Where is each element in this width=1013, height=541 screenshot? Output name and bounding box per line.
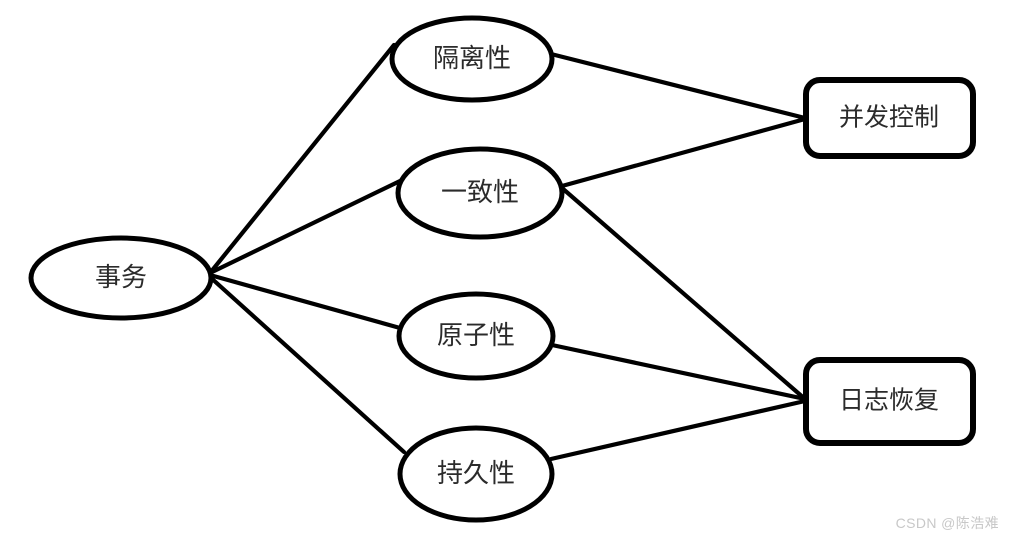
consistency-label: 一致性 xyxy=(441,177,519,207)
node-isolation[interactable]: 隔离性 xyxy=(389,15,555,103)
atomicity-ellipse[interactable] xyxy=(396,291,556,381)
node-concurrency-control[interactable]: 并发控制 xyxy=(803,77,976,159)
node-consistency[interactable]: 一致性 xyxy=(395,146,565,240)
csdn-watermark: CSDN @陈浩难 xyxy=(895,515,999,531)
edge-isolation-concurrency xyxy=(548,51,808,121)
edge-atomicity-log-recovery xyxy=(549,342,808,402)
edge-transaction-durability xyxy=(207,274,407,455)
edge-transaction-consistency xyxy=(207,178,403,276)
edge-transaction-isolation xyxy=(207,42,397,276)
consistency-ellipse[interactable] xyxy=(395,146,565,240)
transaction-ellipse[interactable] xyxy=(28,235,214,321)
isolation-ellipse[interactable] xyxy=(389,15,555,103)
node-atomicity[interactable]: 原子性 xyxy=(396,291,556,381)
edge-consistency-log-recovery xyxy=(559,185,808,402)
concurrency-control-rect[interactable] xyxy=(803,77,976,159)
edges-layer xyxy=(207,42,808,462)
edge-consistency-concurrency xyxy=(559,116,808,189)
durability-ellipse[interactable] xyxy=(397,425,555,523)
node-transaction[interactable]: 事务 xyxy=(28,235,214,321)
node-durability[interactable]: 持久性 xyxy=(397,425,555,523)
durability-label: 持久性 xyxy=(437,458,515,488)
edge-durability-log-recovery xyxy=(548,398,808,462)
log-recovery-rect[interactable] xyxy=(803,357,976,446)
transaction-label: 事务 xyxy=(95,262,147,292)
atomicity-label: 原子性 xyxy=(437,320,515,350)
log-recovery-label: 日志恢复 xyxy=(839,387,939,415)
isolation-label: 隔离性 xyxy=(433,43,511,73)
concurrency-control-label: 并发控制 xyxy=(839,104,939,132)
node-log-recovery[interactable]: 日志恢复 xyxy=(803,357,976,446)
edge-transaction-atomicity xyxy=(207,272,403,331)
